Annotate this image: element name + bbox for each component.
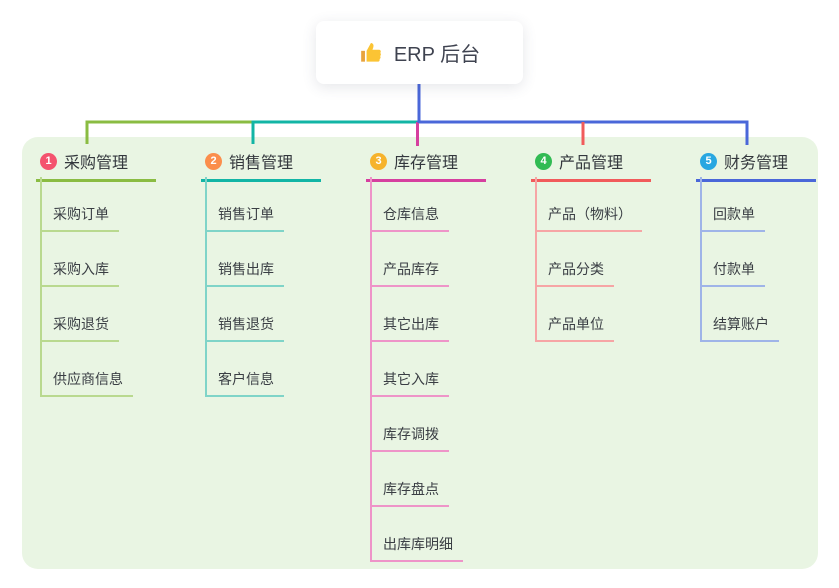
branch-header-inventory[interactable]: 3 库存管理: [366, 149, 486, 182]
branch-header-product[interactable]: 4 产品管理: [531, 149, 651, 182]
node-label: 仓库信息: [383, 206, 439, 222]
mindmap-node[interactable]: 仓库信息: [370, 177, 449, 232]
mindmap-node[interactable]: 结算账户: [700, 287, 779, 342]
branch-badge: 5: [700, 152, 717, 170]
branch-column-sales: 销售订单 销售出库 销售退货 客户信息: [201, 177, 284, 397]
thumbs-up-icon: [360, 42, 381, 62]
branch-badge: 1: [40, 152, 57, 170]
branch-header-purchase[interactable]: 1 采购管理: [36, 149, 156, 182]
mindmap-node[interactable]: 其它出库: [370, 287, 449, 342]
node-label: 客户信息: [218, 371, 274, 387]
branch-title: 产品管理: [559, 155, 624, 172]
node-label: 销售订单: [218, 206, 274, 222]
node-label: 供应商信息: [53, 371, 123, 387]
mindmap-node[interactable]: 产品库存: [370, 232, 449, 287]
mindmap-node[interactable]: 销售出库: [205, 232, 284, 287]
branch-title: 采购管理: [64, 155, 129, 172]
mindmap-node[interactable]: 库存盘点: [370, 452, 449, 507]
node-label: 产品分类: [548, 261, 604, 277]
node-label: 结算账户: [713, 316, 769, 332]
node-label: 其它出库: [383, 316, 439, 332]
mindmap-node[interactable]: 产品单位: [535, 287, 614, 342]
node-label: 库存调拨: [383, 426, 439, 442]
branch-column-purchase: 采购订单 采购入库 采购退货 供应商信息: [36, 177, 133, 397]
root-node[interactable]: ERP 后台: [316, 21, 523, 84]
node-label: 付款单: [713, 261, 755, 277]
mindmap-node[interactable]: 出库库明细: [370, 507, 463, 562]
node-label: 库存盘点: [383, 481, 439, 497]
branch-badge: 3: [370, 152, 387, 170]
node-label: 产品（物料）: [548, 206, 632, 222]
node-label: 其它入库: [383, 371, 439, 387]
branch-column-inventory: 仓库信息 产品库存 其它出库 其它入库 库存调拨 库存盘点 出库库明细: [366, 177, 463, 562]
branch-vline: [205, 177, 207, 397]
node-label: 产品库存: [383, 261, 439, 277]
branch-vline: [535, 177, 537, 342]
node-label: 销售退货: [218, 316, 274, 332]
branch-title: 库存管理: [394, 155, 459, 172]
branch-title: 销售管理: [229, 155, 294, 172]
node-label: 销售出库: [218, 261, 274, 277]
mindmap-node[interactable]: 付款单: [700, 232, 765, 287]
branch-badge: 4: [535, 152, 552, 170]
mindmap-node[interactable]: 库存调拨: [370, 397, 449, 452]
branch-badge: 2: [205, 152, 222, 170]
branch-vline: [370, 177, 372, 562]
node-label: 采购退货: [53, 316, 109, 332]
mindmap-node[interactable]: 回款单: [700, 177, 765, 232]
branches-background-panel: [22, 137, 818, 569]
mindmap-node[interactable]: 供应商信息: [40, 342, 133, 397]
branch-header-sales[interactable]: 2 销售管理: [201, 149, 321, 182]
node-label: 采购入库: [53, 261, 109, 277]
mindmap-node[interactable]: 其它入库: [370, 342, 449, 397]
mindmap-node[interactable]: 销售订单: [205, 177, 284, 232]
mindmap-node[interactable]: 采购退货: [40, 287, 119, 342]
mindmap-node[interactable]: 客户信息: [205, 342, 284, 397]
root-title: ERP 后台: [393, 44, 481, 66]
node-label: 采购订单: [53, 206, 109, 222]
node-label: 回款单: [713, 206, 755, 222]
mindmap-node[interactable]: 销售退货: [205, 287, 284, 342]
branch-header-finance[interactable]: 5 财务管理: [696, 149, 816, 182]
branch-vline: [700, 177, 702, 342]
mindmap-node[interactable]: 采购入库: [40, 232, 119, 287]
node-label: 产品单位: [548, 316, 604, 332]
mindmap-node[interactable]: 采购订单: [40, 177, 119, 232]
branch-title: 财务管理: [724, 155, 789, 172]
node-label: 出库库明细: [383, 536, 453, 552]
branch-column-finance: 回款单 付款单 结算账户: [696, 177, 779, 342]
branch-vline: [40, 177, 42, 397]
branch-column-product: 产品（物料） 产品分类 产品单位: [531, 177, 642, 342]
mindmap-node[interactable]: 产品分类: [535, 232, 614, 287]
mindmap-node[interactable]: 产品（物料）: [535, 177, 642, 232]
